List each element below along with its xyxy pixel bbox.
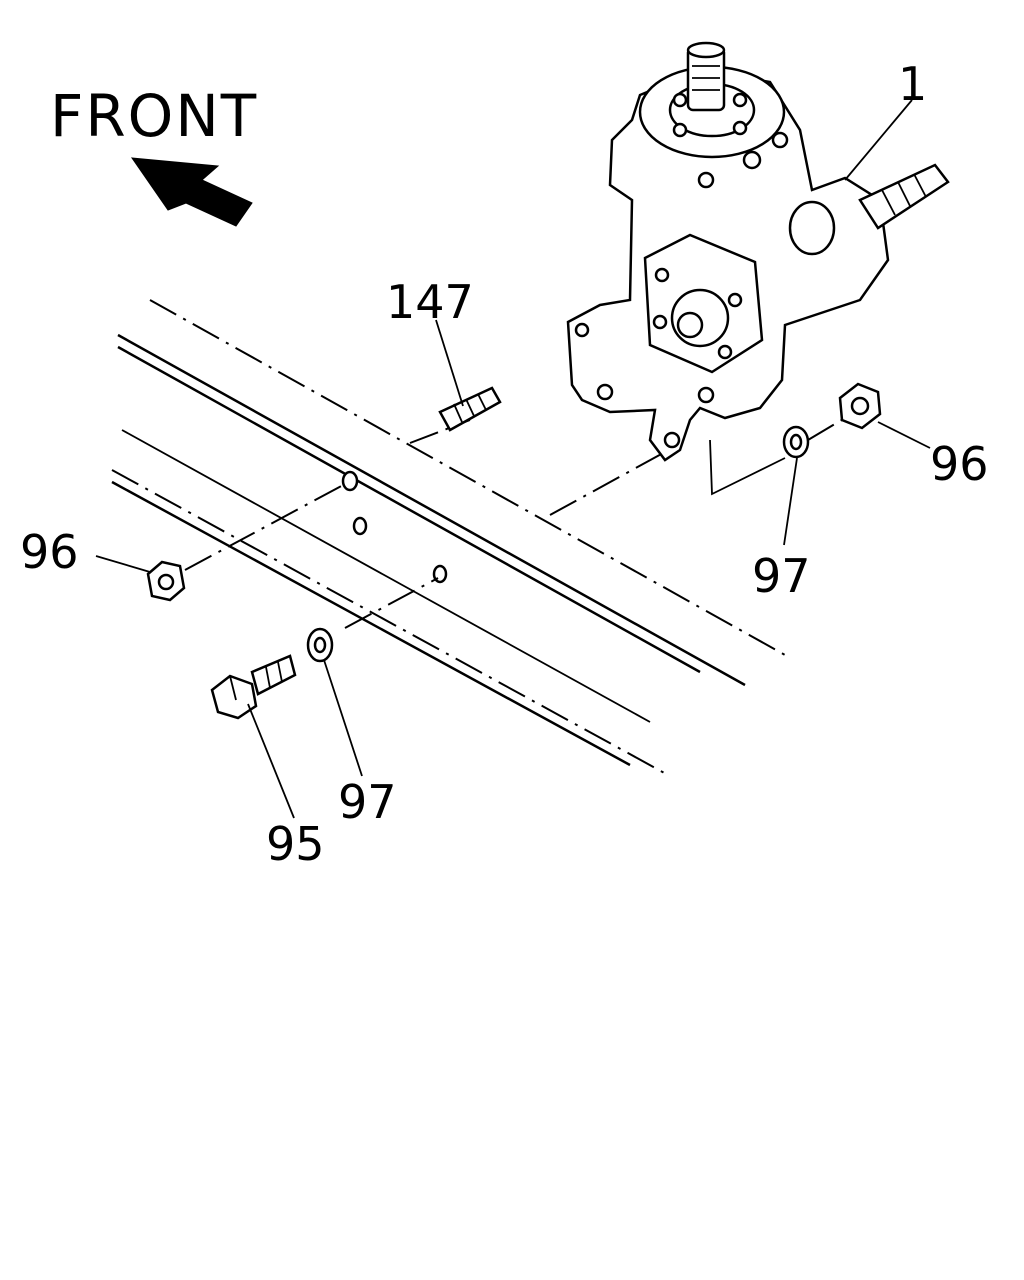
washer-right-part <box>782 425 810 459</box>
callout-bolt: 95 <box>266 817 325 871</box>
steering-gear-box <box>566 41 950 462</box>
frame-hole <box>352 516 368 536</box>
front-indicator: FRONT <box>50 82 258 227</box>
frame-rail <box>111 299 786 776</box>
callout-nut-left: 96 <box>20 525 79 579</box>
callout-stud: 147 <box>386 275 474 329</box>
stud-part <box>438 386 502 432</box>
callout-nut-right: 96 <box>930 437 989 491</box>
nut-right-part <box>838 382 882 430</box>
callout-gear-box: 1 <box>898 57 927 111</box>
callout-washer-right: 97 <box>752 549 811 603</box>
frame-hole <box>341 470 359 492</box>
front-label: FRONT <box>50 82 258 150</box>
front-arrow-icon <box>130 157 253 227</box>
nut-left-part <box>146 560 186 602</box>
leader-lines <box>95 99 931 819</box>
washer-left-part <box>306 627 334 663</box>
bolt-part <box>210 654 297 720</box>
assembly-lines <box>184 417 846 629</box>
callout-washer-left: 97 <box>338 775 397 829</box>
